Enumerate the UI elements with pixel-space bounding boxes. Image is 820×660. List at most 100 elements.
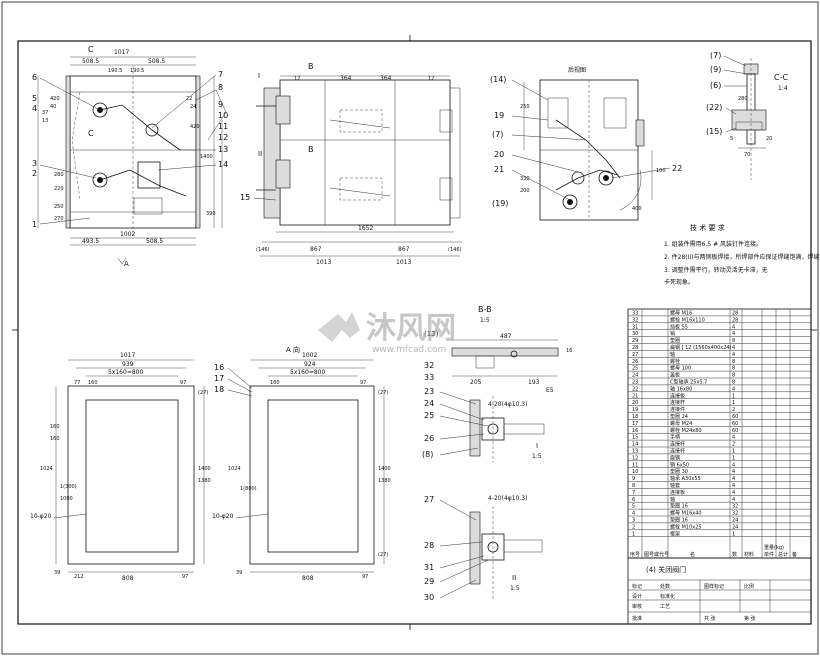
- bom-item-name: 螺母 M24: [670, 420, 692, 427]
- bom-item-no: 2: [632, 524, 635, 530]
- leader-30: [439, 579, 477, 599]
- leader-18: [227, 389, 253, 397]
- dim-a-right-97: 97: [360, 380, 366, 386]
- view-cc: C-C 1:4 (7) (9) (6) (22) (15) 280 70 5 2…: [706, 51, 788, 180]
- bom-header-cell: 数: [732, 551, 737, 558]
- bom-item-no: 30: [632, 331, 638, 337]
- dim-a-left-160b: 160: [50, 436, 60, 442]
- callout-10: 10: [218, 111, 228, 120]
- callout-rear-19: 19: [494, 111, 504, 120]
- tb-cell-process: 工艺: [660, 604, 670, 610]
- bom-header-mass: 重量(kg): [764, 544, 784, 551]
- bom-item-name: 垫圈 16: [670, 517, 688, 524]
- callout-9: 9: [218, 100, 223, 109]
- view-b-right-block-2: [439, 177, 453, 201]
- leader-cc-22: [725, 107, 737, 115]
- dim-rear-250: 250: [520, 104, 530, 110]
- dim-c-40: 40: [50, 104, 56, 110]
- tech-req-1: 1. 组装件需用6.5 # 风装钉件连接。: [664, 240, 762, 248]
- section-mark-b-mid: B: [308, 145, 314, 154]
- dim-rear-400: 400: [632, 206, 642, 212]
- view-b-frame: [279, 79, 451, 226]
- bom-item-qty: 1: [732, 449, 735, 455]
- bom-item-name: 轴: [670, 351, 675, 358]
- bom-item-no: 28: [632, 345, 638, 351]
- callout-30: 30: [424, 593, 434, 602]
- bom-item-no: 15: [632, 435, 638, 441]
- bom-item-name: C型轴承 25x5.7: [670, 379, 707, 386]
- leader-rear-14: [511, 79, 549, 101]
- bom-item-name: 轴: [670, 496, 675, 503]
- callout-bb-13: (13): [424, 330, 439, 338]
- dim-c-390: 390: [206, 211, 216, 217]
- bom-item-qty: 4: [732, 324, 735, 330]
- callout-33: 33: [424, 373, 434, 382]
- bom-header-cell: 图号或代号: [644, 551, 669, 558]
- bom-item-name: 垫圈 24: [670, 413, 688, 420]
- view-rear-box-1: [547, 97, 569, 129]
- dim-c-493: 493.5: [82, 238, 99, 245]
- tech-requirements: 技 术 要 求 1. 组装件需用6.5 # 风装钉件连接。 2. 件28(II)…: [664, 223, 820, 286]
- leader-25: [439, 415, 489, 427]
- callout-25: 25: [424, 411, 434, 420]
- callout-1: 1: [32, 220, 37, 229]
- leader-rear-19: [511, 115, 549, 121]
- dim-a-left-39: 39: [54, 570, 60, 576]
- section-mark-c-top: C: [88, 45, 94, 54]
- bom-item-qty: 8: [732, 366, 735, 372]
- bom-item-qty: 2: [732, 442, 735, 448]
- dim-c-13: 13: [42, 118, 48, 124]
- dim-a-left-1400: 1400: [198, 466, 211, 472]
- leader-cc-9: [723, 69, 748, 75]
- view-b-bearing-1: [275, 95, 291, 125]
- detail-1-scale: 1:5: [532, 453, 542, 460]
- dim-c-420-r: 420: [190, 124, 200, 130]
- bom-item-qty: 2: [732, 407, 735, 413]
- bom-item-name: 轴承 A30x55: [670, 475, 701, 482]
- dim-c-1002: 1002: [120, 231, 135, 238]
- bom-item-qty: 4: [732, 497, 735, 503]
- bom-item-qty: 4: [732, 386, 735, 392]
- dim-a-left-97b: 97: [182, 574, 188, 580]
- watermark: 沐风网 www.mfcad.com: [318, 311, 456, 355]
- callout-2: 2: [32, 169, 37, 178]
- arrow-label-a: A: [124, 260, 129, 268]
- bom-item-name: 垫圈 30: [670, 468, 688, 475]
- dim-b-867-b: 867: [398, 246, 410, 253]
- bom-item-no: 10: [632, 469, 638, 475]
- dim-a-left-212: 212: [74, 574, 84, 580]
- bom-item-no: 11: [632, 462, 638, 468]
- bom-header-cell: 名: [690, 551, 695, 558]
- view-c-pivot-3-core: [97, 177, 103, 183]
- view-b-top: B B I II 15 12 364 364 12 1652 867 867 (…: [240, 62, 462, 266]
- detail-2-wall: [469, 511, 481, 585]
- dim-rear-330: 330: [520, 176, 530, 182]
- bom-item-qty: 28: [732, 311, 738, 317]
- bom-item-qty: 4: [732, 435, 735, 441]
- view-a-right-outer: [249, 385, 375, 565]
- callout-26: 26: [424, 434, 434, 443]
- bom-item-no: 17: [632, 421, 638, 427]
- bom-item-name: 螺母 M16: [670, 310, 692, 317]
- leader-7: [151, 74, 217, 129]
- dim-c-280: 280: [54, 172, 64, 178]
- dim-b-1652: 1652: [358, 225, 373, 232]
- leader-17: [227, 378, 253, 393]
- detail-1-wall: [469, 399, 481, 457]
- view-bb-title: B-B: [478, 305, 492, 314]
- bom-item-no: 12: [632, 455, 638, 461]
- dim-c-508-c: 508.5: [146, 238, 163, 245]
- bom-item-no: 27: [632, 352, 638, 358]
- dim-a-left-939: 939: [122, 361, 134, 368]
- callout-cc-6: (6): [710, 81, 721, 90]
- dim-b-146-b: (146): [448, 247, 461, 253]
- bom-item-name: 连接件: [670, 406, 685, 413]
- view-c-front: 1017 508.5 508.5 190.5 190.5 420 40 22 2…: [32, 45, 228, 268]
- view-c-right-flange: [195, 75, 201, 229]
- bom-item-name: 扁钢 [ 12 (1560x400x24): [670, 344, 732, 351]
- tb-cell-sheets: 共 张: [704, 615, 716, 622]
- view-rear-linkage-2: [555, 169, 619, 191]
- bom-item-qty: 8: [732, 380, 735, 386]
- bom-item-no: 1: [632, 531, 635, 537]
- view-rear: 后视图 250 100 330 200 400 (14) 19 (7) 20 2…: [490, 66, 682, 221]
